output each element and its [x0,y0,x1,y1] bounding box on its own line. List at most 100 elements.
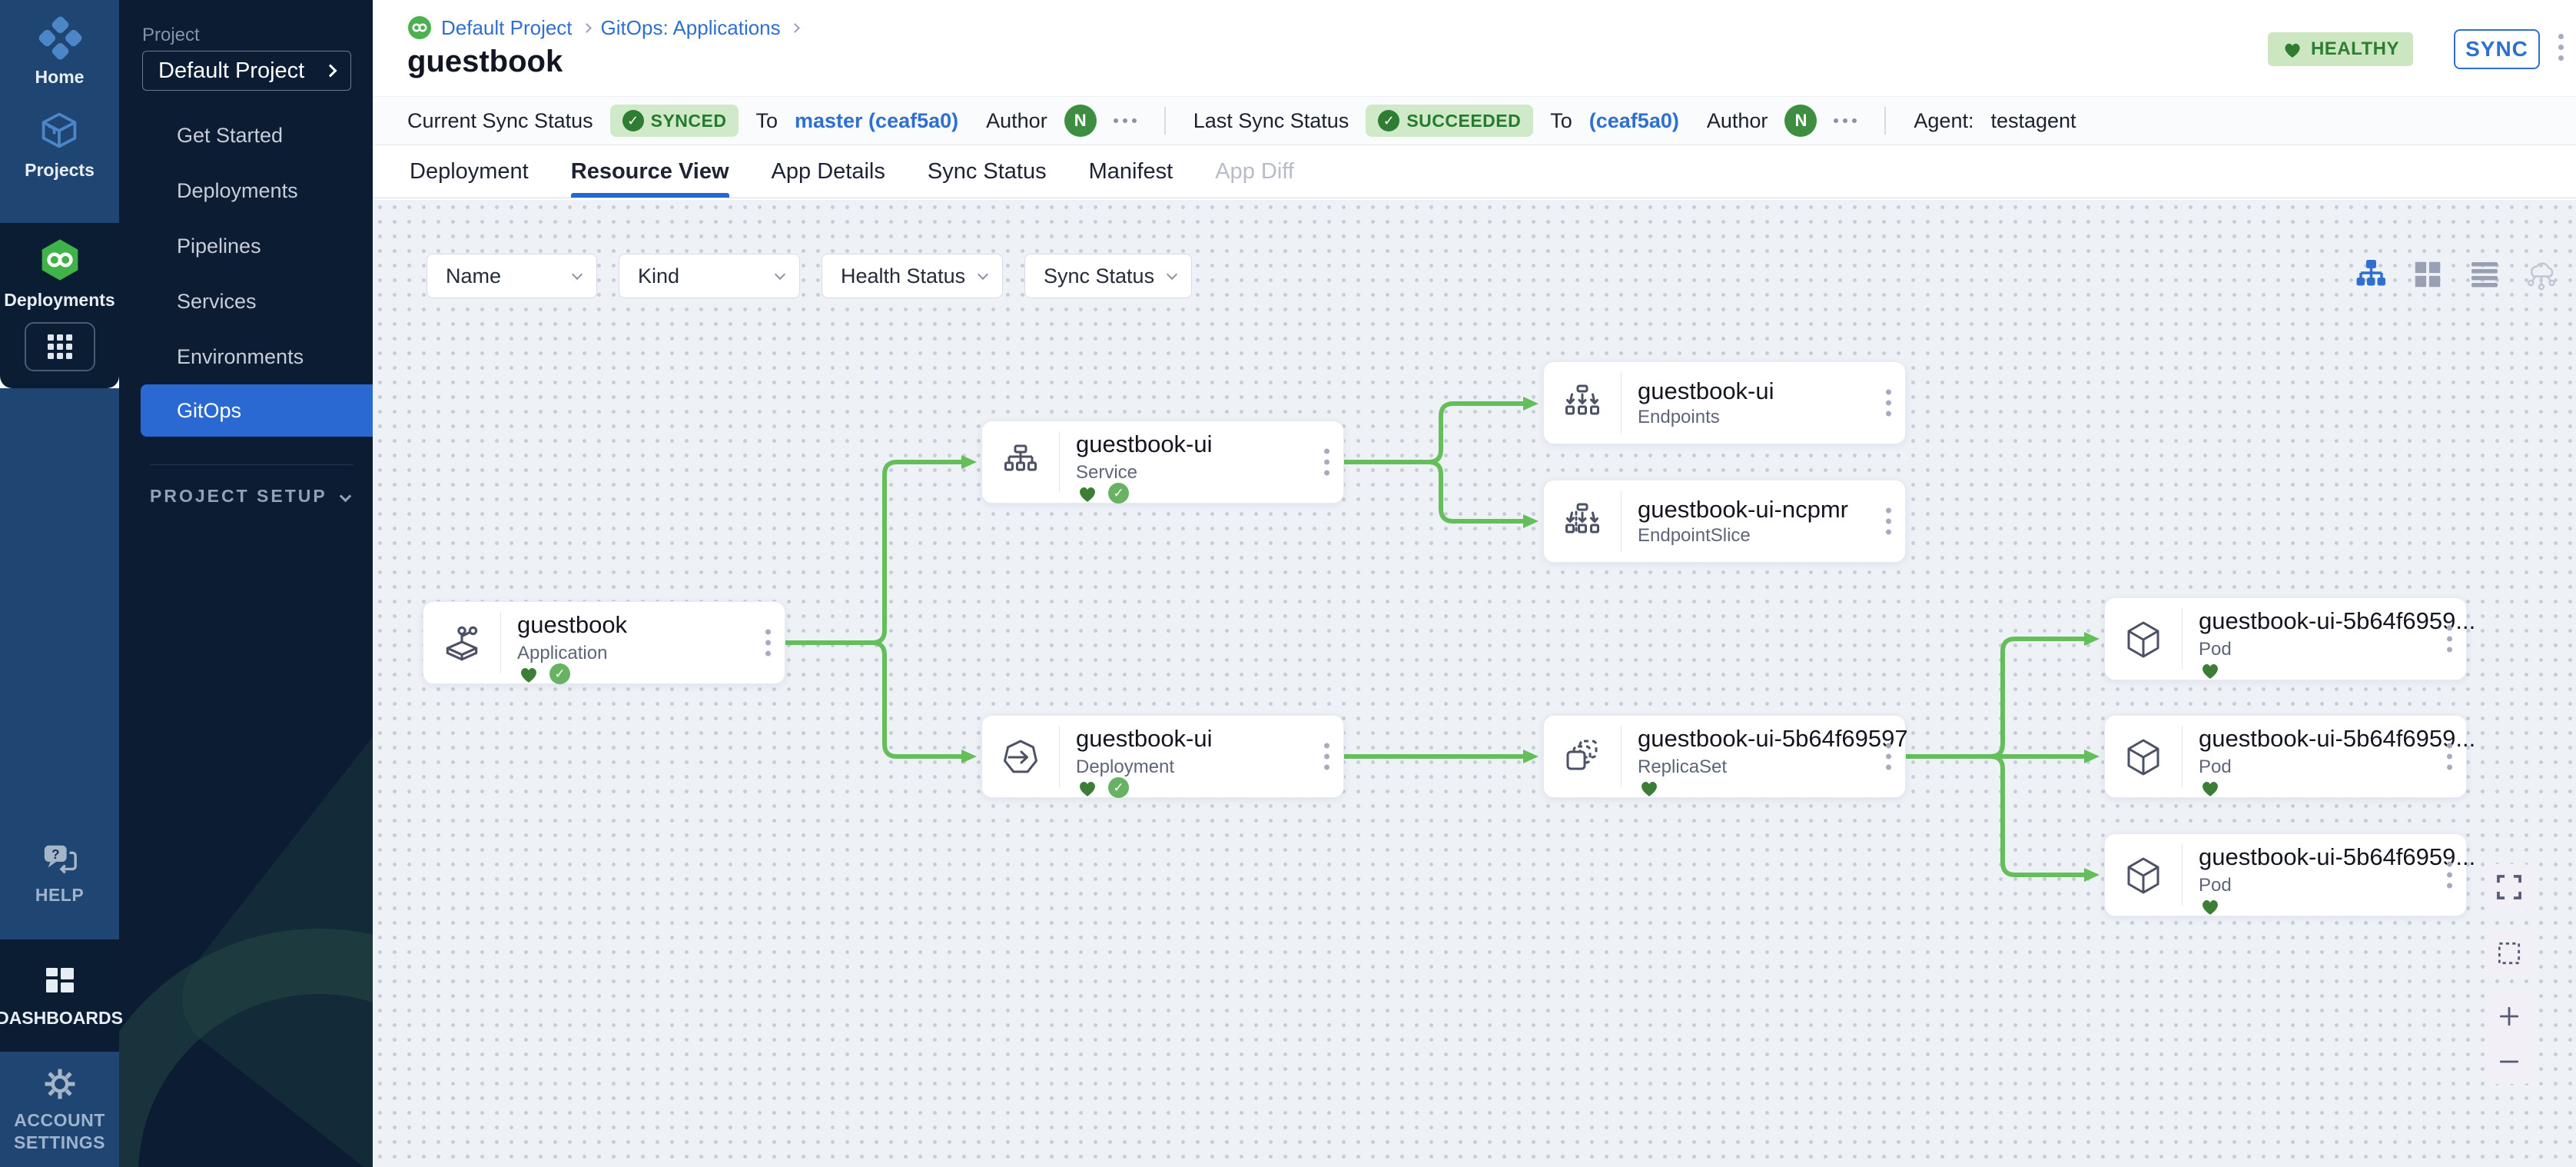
breadcrumb: Default Project GitOps: Applications [407,15,800,40]
node-pod-1[interactable]: guestbook-ui-5b64f6959... Pod [2104,597,2475,680]
node-endpoints[interactable]: guestbook-ui Endpoints [1543,361,1906,444]
rail-item-projects[interactable]: Projects [25,108,95,181]
to-label: To [755,108,778,132]
node-menu-button[interactable] [1886,743,1891,770]
node-menu-button[interactable] [2447,861,2452,889]
tree-view-button[interactable] [2353,257,2388,292]
commit-more-button[interactable] [1834,118,1857,123]
node-service[interactable]: guestbook-ui Service ✓ [981,421,1344,504]
dashboards-icon [45,967,74,992]
node-deployment[interactable]: guestbook-ui Deployment ✓ [981,715,1344,798]
marquee-select-button[interactable] [2486,930,2532,976]
node-kind: Service [1076,462,1138,483]
node-title: guestbook-ui-5b64f6959... [2199,843,2476,870]
grid-view-button[interactable] [2410,257,2445,292]
tab-manifest[interactable]: Manifest [1088,158,1173,184]
sync-button[interactable]: SYNC [2454,29,2540,69]
nav-item-pipelines[interactable]: Pipelines [177,234,261,258]
node-menu-button[interactable] [2447,625,2452,653]
deployment-icon [982,716,1059,799]
last-sync-status-label: Last Sync Status [1193,108,1349,132]
tab-sync-status[interactable]: Sync Status [927,158,1047,184]
rail-label: DASHBOARDS [0,1007,123,1028]
filter-sync-status[interactable]: Sync Status [1024,254,1192,298]
list-view-icon [2471,262,2498,288]
rail-label: HELP [35,884,85,905]
chevron-down-icon [571,268,583,281]
filter-label: Sync Status [1044,264,1155,288]
node-title: guestbook-ui-ncpmr [1638,496,1848,523]
rail-item-home[interactable]: Home [35,15,84,88]
tab-deployment[interactable]: Deployment [410,158,529,184]
rail-item-account-settings[interactable]: ACCOUNT SETTINGS [10,1065,110,1154]
nav-item-get-started[interactable]: Get Started [177,123,284,147]
succeeded-badge: ✓ SUCCEEDED [1366,105,1534,137]
node-menu-button[interactable] [1324,743,1329,770]
filter-bar: Name Kind Health Status Sync Status [427,254,1192,298]
tab-resource-view[interactable]: Resource View [570,145,729,198]
current-sync-status-label: Current Sync Status [407,108,593,132]
page-menu-button[interactable] [2558,34,2564,61]
nav-item-gitops[interactable]: GitOps [141,384,373,437]
author-avatar: N [1064,105,1097,137]
breadcrumb-project-link[interactable]: Default Project [441,15,573,39]
main-area: Default Project GitOps: Applications gue… [373,0,2576,1167]
node-pod-3[interactable]: guestbook-ui-5b64f6959... Pod [2104,833,2475,916]
node-menu-button[interactable] [2447,743,2452,770]
resource-tree-canvas[interactable]: Name Kind Health Status Sync Status [373,200,2576,1167]
nav-item-environments[interactable]: Environments [177,344,304,368]
node-menu-button[interactable] [765,629,771,657]
last-revision-link[interactable]: (ceaf5a0) [1588,108,1679,132]
filter-label: Name [446,264,502,288]
healthy-heart-icon [1080,487,1095,502]
divider [150,464,354,465]
rail-item-dashboards[interactable]: DASHBOARDS [0,963,123,1029]
resource-tree-edges [783,397,2100,882]
replicaset-icon [1544,716,1621,799]
to-label: To [1550,108,1572,132]
node-menu-button[interactable] [1324,448,1329,476]
breadcrumb-separator-icon [581,22,592,33]
project-setup-toggle[interactable]: PROJECT SETUP [150,486,352,507]
rail-item-help[interactable]: ? HELP [35,841,84,906]
node-endpointslice[interactable]: guestbook-ui-ncpmr EndpointSlice [1543,480,1906,563]
zoom-out-button[interactable] [2486,1039,2532,1084]
selection-box-icon [2498,942,2521,965]
heart-icon [2285,43,2300,58]
breadcrumb-separator-icon [789,22,800,33]
pod-icon [2105,716,2182,799]
network-view-button[interactable] [2524,257,2559,292]
check-circle-icon: ✓ [622,110,644,131]
nav-item-deployments[interactable]: Deployments [177,178,298,202]
nav-item-services[interactable]: Services [177,289,257,313]
node-pod-2[interactable]: guestbook-ui-5b64f6959... Pod [2104,715,2475,799]
module-switcher-button[interactable] [24,321,95,371]
node-application[interactable]: guestbook Application ✓ [423,601,785,684]
node-replicaset[interactable]: guestbook-ui-5b64f69597 ReplicaSet [1543,715,1908,799]
project-selector[interactable]: Default Project [142,51,351,91]
tab-app-details[interactable]: App Details [771,158,885,184]
endpoints-icon [1544,362,1621,445]
list-view-button[interactable] [2467,257,2502,292]
filter-kind[interactable]: Kind [619,254,800,298]
breadcrumb-applications-link[interactable]: GitOps: Applications [600,15,781,39]
node-kind: Pod [2199,639,2232,660]
commit-more-button[interactable] [1113,118,1137,123]
filter-name[interactable]: Name [427,254,597,298]
healthy-heart-icon [1080,781,1095,796]
node-title: guestbook-ui [1076,725,1213,752]
minus-icon [2499,1060,2519,1062]
node-menu-button[interactable] [1886,389,1891,417]
node-menu-button[interactable] [1886,507,1891,535]
sync-status-bar: Current Sync Status ✓ SYNCED To master (… [373,96,2576,145]
zoom-in-button[interactable] [2486,993,2532,1039]
current-revision-link[interactable]: master (ceaf5a0) [795,108,959,132]
rail-item-deployments[interactable]: Deployments [4,237,115,311]
node-kind: Endpoints [1638,407,1720,427]
node-kind: Pod [2199,875,2232,896]
gitops-logo-icon [408,16,431,39]
filter-health-status[interactable]: Health Status [822,254,1003,298]
agent-name: testagent [1990,108,2076,132]
nav-menu: Get Started Deployments Pipelines Servic… [119,108,373,437]
fit-to-screen-button[interactable] [2486,864,2532,910]
